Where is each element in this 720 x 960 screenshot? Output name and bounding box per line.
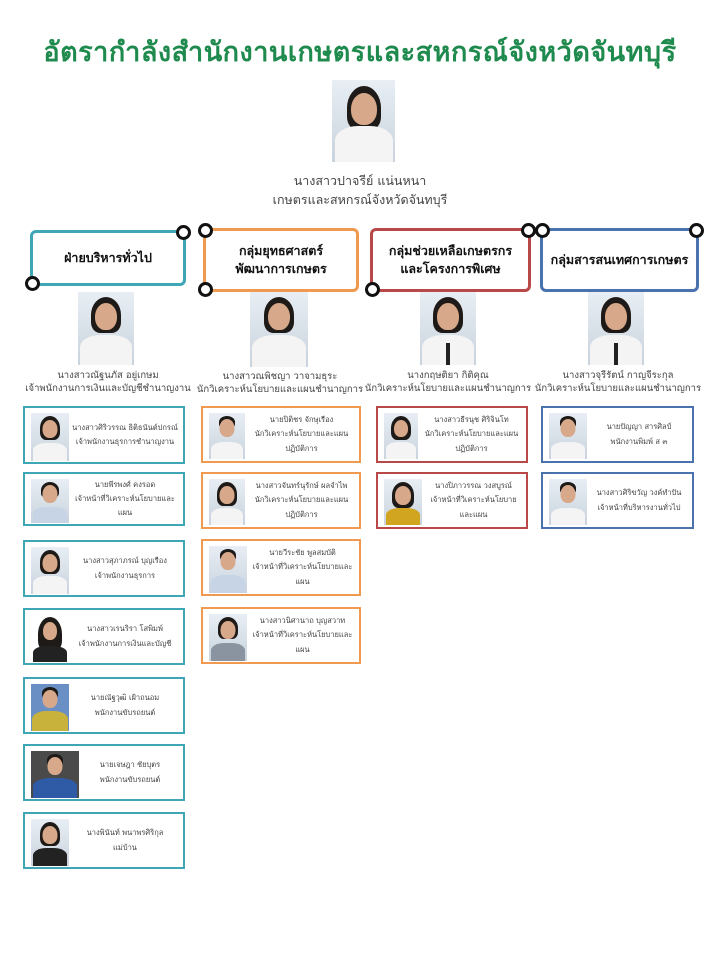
staff-card: นายวีระชัย พูลสมบัติเจ้าหน้าที่วิเคราะห์…	[201, 539, 361, 596]
staff-position: เจ้าหน้าที่วิเคราะห์นโยบายและแผน	[430, 495, 517, 519]
staff-card: นางสาวศิริขวัญ วงค์ทำปันเจ้าหน้าที่บริหา…	[541, 472, 694, 529]
staff-card: นางสาวศิริวรรณ ธิติธนันต์ปกรณ์เจ้าพนักงา…	[23, 406, 185, 464]
group-head-photo	[250, 292, 308, 367]
staff-name: นางสาวนิศานาถ บุญสวาท	[259, 616, 346, 626]
page-title: อัตรากำลังสำนักงานเกษตรและสหกรณ์จังหวัดจ…	[43, 37, 677, 68]
group-head-photo	[588, 292, 644, 365]
group-header-strategy: กลุ่มยุทธศาสตร์ พัฒนาการเกษตร	[198, 223, 359, 297]
group-head-name: นางสาวณัฐนภัส อยู่เกษม	[57, 370, 159, 381]
staff-card: นายพีรพงศ์ คงรอดเจ้าหน้าที่วิเคราะห์นโยบ…	[23, 472, 185, 526]
staff-position: นักวิเคราะห์นโยบายและแผนปฏิบัติการ	[254, 495, 349, 519]
group-head-position: นักวิเคราะห์นโยบายและแผนชำนาญการ	[364, 383, 532, 394]
staff-name: นางสาวธีรนุช ศิริจินโท	[434, 415, 509, 425]
group-head-name: นางสาวจุรีรัตน์ กาญจีระกุล	[562, 370, 674, 381]
staff-position: พนักงานขับรถยนต์	[99, 774, 161, 784]
director-name: นางสาวปาจรีย์ แน่นหนา	[293, 173, 427, 188]
staff-card: นางพินันท์ พนาพรศิริกุลแม่บ้าน	[23, 812, 185, 869]
staff-card: นางสาวธีรนุช ศิริจินโทนักวิเคราะห์นโยบาย…	[376, 406, 528, 463]
group-label: ฝ่ายบริหารทั่วไป	[64, 249, 152, 265]
staff-name: นางสาวจันทร์นุรักษ์ ผลจำไพ	[255, 481, 348, 491]
group-header-information: กลุ่มสารสนเทศการเกษตร	[535, 223, 704, 292]
group-head-name: นางกฤษติยา กิติคุณ	[407, 370, 489, 381]
staff-card: นายเจษฎา ชัยบุตรพนักงานขับรถยนต์	[23, 744, 185, 801]
group-header-assistance: กลุ่มช่วยเหลือเกษตรกร และโครงการพิเศษ	[365, 223, 536, 297]
staff-position: เจ้าพนักงานธุรการชำนาญงาน	[75, 437, 175, 446]
staff-name: นายณัฐวุฒิ เฝ้าถนอม	[90, 693, 160, 703]
group-label: กลุ่มยุทธศาสตร์ พัฒนาการเกษตร	[235, 242, 327, 276]
group-head-position: เจ้าพนักงานการเงินและบัญชีชำนาญงาน	[25, 383, 191, 394]
staff-position: พนักงานพิมพ์ ส ๓	[610, 436, 668, 446]
staff-name: นายวีระชัย พูลสมบัติ	[269, 548, 336, 558]
staff-card: นางสาวจันทร์นุรักษ์ ผลจำไพนักวิเคราะห์นโ…	[201, 472, 361, 529]
staff-card: นายปัญญา สารศิลป์พนักงานพิมพ์ ส ๓	[541, 406, 694, 463]
group-label: กลุ่มช่วยเหลือเกษตรกร และโครงการพิเศษ	[388, 242, 513, 276]
group-head-photo	[420, 292, 476, 365]
staff-card: นายปิติชร จักษุเรืองนักวิเคราะห์นโยบายแล…	[201, 406, 361, 463]
staff-name: นายเจษฎา ชัยบุตร	[99, 760, 161, 770]
group-head-photo	[78, 292, 134, 365]
staff-name: นางสาวศิริขวัญ วงค์ทำปัน	[596, 488, 682, 498]
staff-position: เจ้าหน้าที่วิเคราะห์นโยบายและแผน	[252, 562, 353, 586]
staff-position: พนักงานขับรถยนต์	[94, 707, 156, 717]
staff-card: นางสาวนิศานาถ บุญสวาทเจ้าหน้าที่วิเคราะห…	[201, 607, 361, 664]
staff-position: แม่บ้าน	[113, 842, 137, 852]
staff-name: นางสาวสุภาภรณ์ บุญเรือง	[83, 556, 167, 566]
group-head-name: นางสาวณพิชญา วาจามธุระ	[222, 371, 338, 382]
staff-name: นางปิภาวรรณ วงสบูรณ์	[435, 481, 512, 491]
director-photo	[332, 80, 395, 162]
staff-card: นางสาวสุภาภรณ์ บุญเรืองเจ้าพนักงานธุรการ	[23, 540, 185, 597]
staff-position: เจ้าพนักงานธุรการ	[94, 570, 156, 580]
staff-position: เจ้าหน้าที่วิเคราะห์นโยบายและแผน	[75, 493, 175, 518]
staff-name: นางสาวเรนริรา โสพิมพ์	[87, 624, 163, 634]
director-position: เกษตรและสหกรณ์จังหวัดจันทบุรี	[272, 192, 448, 207]
staff-name: นายปัญญา สารศิลป์	[606, 422, 672, 432]
staff-position: เจ้าพนักงานการเงินและบัญชี	[78, 638, 172, 648]
staff-card: นางสาวเรนริรา โสพิมพ์เจ้าพนักงานการเงินแ…	[23, 608, 185, 665]
staff-name: นางสาวศิริวรรณ ธิติธนันต์ปกรณ์	[72, 422, 178, 432]
staff-position: เจ้าหน้าที่บริหารงานทั่วไป	[597, 502, 681, 512]
group-head-position: นักวิเคราะห์นโยบายและแผนชำนาญการ	[196, 384, 364, 395]
staff-name: นายพีรพงศ์ คงรอด	[94, 479, 156, 489]
staff-name: นายปิติชร จักษุเรือง	[269, 415, 334, 425]
staff-position: เจ้าหน้าที่วิเคราะห์นโยบายและแผน	[252, 630, 353, 654]
group-label: กลุ่มสารสนเทศการเกษตร	[550, 251, 689, 267]
staff-card: นายณัฐวุฒิ เฝ้าถนอมพนักงานขับรถยนต์	[23, 677, 185, 734]
staff-card: นางปิภาวรรณ วงสบูรณ์เจ้าหน้าที่วิเคราะห์…	[376, 472, 528, 529]
staff-position: นักวิเคราะห์นโยบายและแผนปฏิบัติการ	[254, 429, 349, 453]
group-head-position: นักวิเคราะห์นโยบายและแผนชำนาญการ	[534, 383, 702, 394]
staff-name: นางพินันท์ พนาพรศิริกุล	[86, 828, 164, 838]
staff-position: นักวิเคราะห์นโยบายและแผนปฏิบัติการ	[424, 429, 519, 453]
group-header-admin: ฝ่ายบริหารทั่วไป	[25, 225, 191, 291]
